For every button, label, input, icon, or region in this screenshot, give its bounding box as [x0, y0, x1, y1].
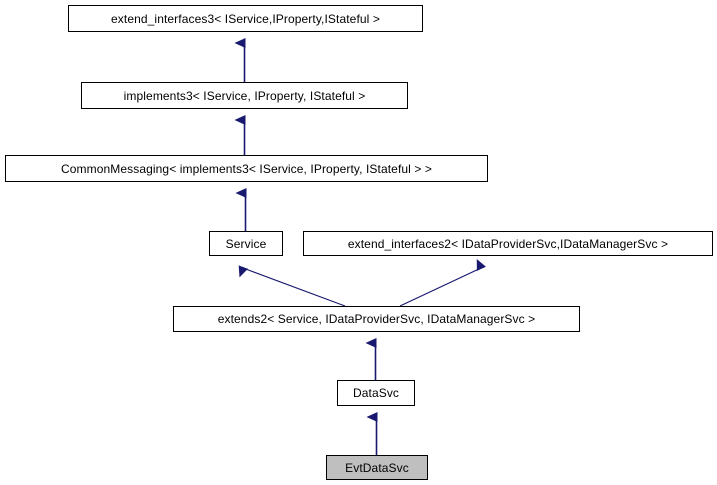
edge-extends2-to-service [238, 265, 346, 307]
edge-extends2-to-extend-interfaces2 [399, 258, 486, 307]
node-extends2[interactable]: extends2< Service, IDataProviderSvc, IDa… [173, 306, 580, 332]
node-extend-interfaces3[interactable]: extend_interfaces3< IService,IProperty,I… [68, 5, 423, 32]
node-extend-interfaces2[interactable]: extend_interfaces2< IDataProviderSvc,IDa… [303, 231, 713, 256]
node-evtdatasvc[interactable]: EvtDataSvc [326, 455, 428, 480]
node-datasvc[interactable]: DataSvc [337, 380, 415, 406]
node-commonmessaging[interactable]: CommonMessaging< implements3< IService, … [5, 155, 488, 182]
node-implements3[interactable]: implements3< IService, IProperty, IState… [81, 82, 408, 109]
node-service[interactable]: Service [209, 231, 283, 256]
